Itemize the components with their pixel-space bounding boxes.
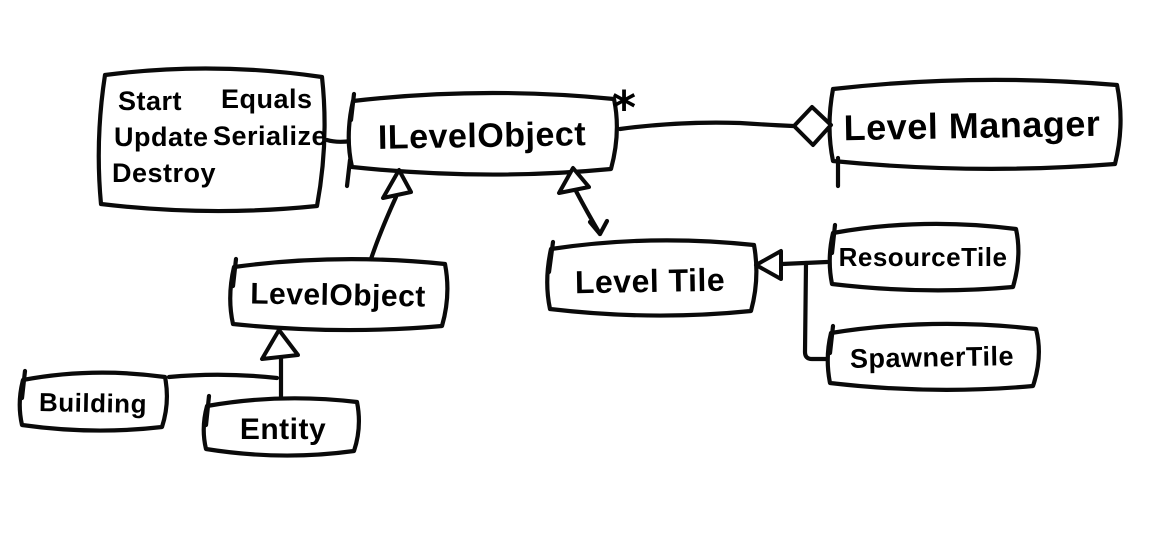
connector-leveltile-line-arrow-tip (587, 218, 610, 237)
methods-note-start: Start (118, 86, 183, 116)
spawnertile-label: SpawnerTile (849, 341, 1015, 374)
multiplicity-star-label: * (611, 81, 637, 135)
connector-aggregation-line (617, 120, 796, 132)
leveltile-box (545, 238, 759, 318)
methods-note-box (96, 66, 327, 214)
entity-label: Entity (239, 413, 327, 446)
leveltile-box-overshoot (546, 239, 556, 275)
building-box-overshoot (19, 368, 28, 401)
levelmanager-box (827, 77, 1123, 171)
spawnertile-box (825, 321, 1041, 392)
levelobject-box (228, 257, 450, 333)
inheritance-triangle-leveltile (557, 166, 591, 195)
resourcetile-label: ResourceTile (838, 242, 1008, 272)
methods-note-serialize: Serialize (213, 121, 328, 151)
connector-levelobject-inheritance-line (368, 194, 399, 262)
ilevelobject-label: ILevelObject (377, 115, 587, 157)
levelobject-label: LevelObject (249, 277, 427, 314)
aggregation-diamond (792, 105, 833, 147)
levelmanager-label: Level Manager (843, 102, 1101, 149)
inheritance-triangle-resourcetile (754, 249, 783, 281)
leveltile-label: Level Tile (574, 261, 726, 301)
building-box (17, 370, 170, 433)
spawnertile-box-overshoot (827, 323, 836, 356)
methods-note-equals: Equals (221, 84, 313, 114)
inheritance-triangle-levelobject (381, 168, 413, 200)
methods-note-destroy: Destroy (112, 158, 217, 188)
entity-box (201, 396, 362, 458)
methods-note-update: Update (114, 122, 209, 152)
levelobject-box-overshoot (230, 256, 239, 289)
resourcetile-box (827, 221, 1021, 293)
connector-building-line (166, 372, 280, 381)
resourcetile-box-overshoot (829, 222, 838, 256)
ilevelobject-box-overshoot (344, 91, 357, 189)
inheritance-triangle-under-levelobject (260, 328, 300, 361)
building-label: Building (38, 387, 148, 419)
connector-spawnertile-line (802, 260, 829, 362)
ilevelobject-box (346, 90, 619, 177)
entity-box-overshoot (203, 393, 212, 428)
